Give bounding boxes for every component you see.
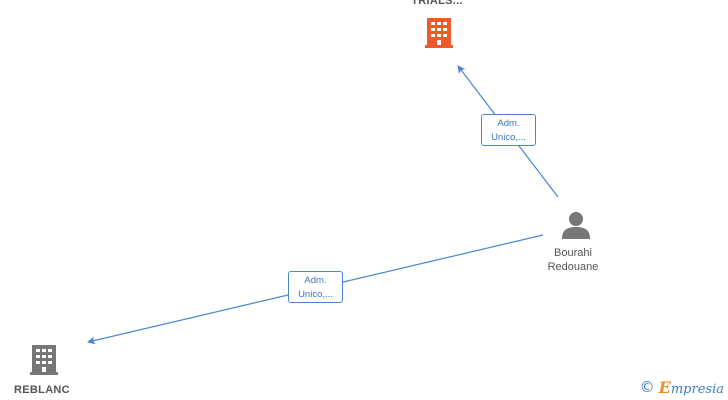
edge-label-top-line1: Adm. <box>497 118 520 129</box>
brand-name: Empresia <box>659 378 724 397</box>
edge-label-bottom-line2: Unico,... <box>298 289 333 300</box>
person-label-line1: Bourahi <box>554 247 592 259</box>
company-top-label[interactable]: TRIALS... <box>411 0 463 7</box>
edge-label-bottom[interactable]: Adm. Unico,... <box>288 271 343 303</box>
brand-initial: E <box>658 377 671 397</box>
edge-label-bottom-line1: Adm. <box>304 275 327 286</box>
person-icon[interactable] <box>562 212 590 239</box>
company-bottom-label[interactable]: REBLANC <box>14 384 70 396</box>
building-icon[interactable] <box>30 345 58 375</box>
building-icon[interactable] <box>424 16 454 48</box>
edge-label-top[interactable]: Adm. Unico,... <box>481 114 536 146</box>
brand-name-rest: mpresia <box>670 381 724 397</box>
edge-label-top-line2: Unico,... <box>491 132 526 143</box>
person-label-line2: Redouane <box>547 261 599 273</box>
copyright-icon: © <box>639 378 655 396</box>
person-label[interactable]: Bourahi Redouane <box>528 246 618 274</box>
brand-logo: © Empresia <box>640 377 724 397</box>
